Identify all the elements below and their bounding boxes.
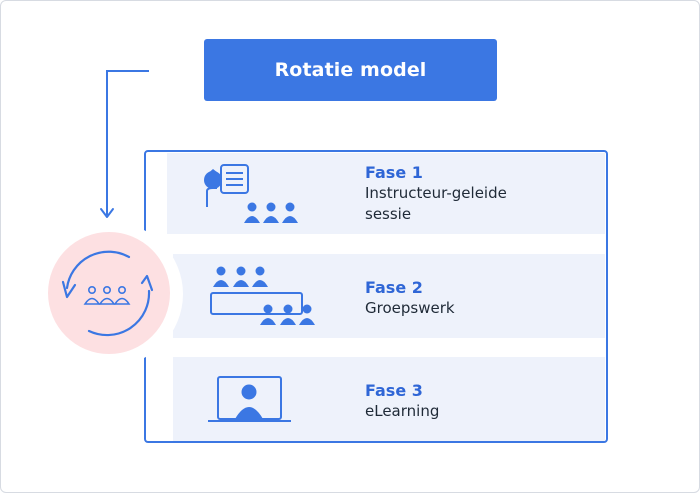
phase-2-panel (173, 254, 605, 338)
phase-3-text: Fase 3 eLearning (365, 381, 439, 422)
phase-2-text: Fase 2 Groepswerk (365, 278, 455, 319)
connector-arrow (106, 70, 149, 215)
group-work-icon (210, 266, 315, 325)
phase-2-description: Groepswerk (365, 299, 455, 317)
phase-1-description: Instructeur-geleide sessie (365, 184, 507, 223)
phase-1-text: Fase 1 Instructeur-geleide sessie (365, 163, 540, 225)
phase-2-title: Fase 2 (365, 278, 423, 297)
connector-arrow-head (100, 208, 114, 218)
phase-1-title: Fase 1 (365, 163, 423, 182)
elearning-icon (208, 376, 291, 422)
instructor-led-icon (204, 164, 298, 223)
phase-3-title: Fase 3 (365, 381, 423, 400)
rotation-cycle-icon (61, 250, 154, 337)
page-title: Rotatie model (204, 39, 497, 101)
phase-3-panel (173, 357, 605, 441)
phase-3-description: eLearning (365, 402, 440, 420)
